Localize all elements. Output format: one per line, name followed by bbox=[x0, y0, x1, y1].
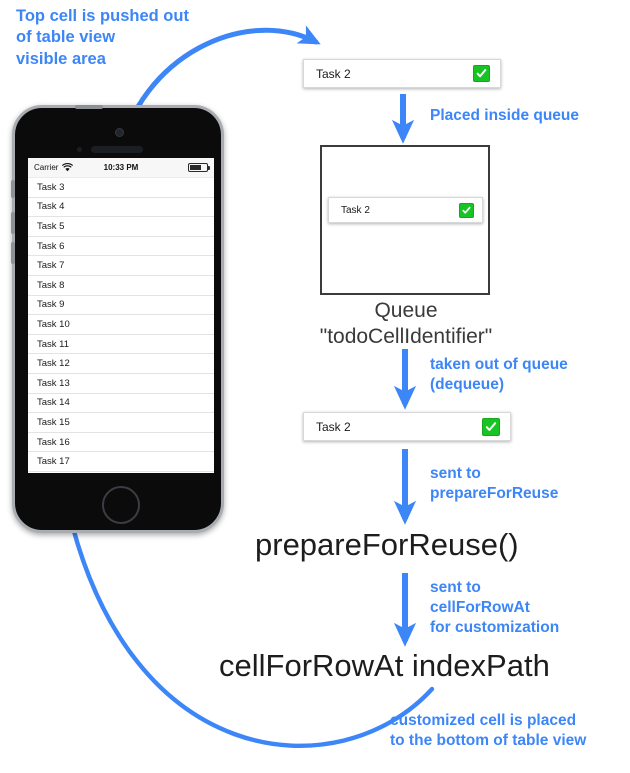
table-row[interactable]: Task 9 bbox=[28, 296, 214, 316]
table-row[interactable]: Task 16 bbox=[28, 433, 214, 453]
table-row-label: Task 16 bbox=[37, 436, 70, 448]
table-row-label: Task 5 bbox=[37, 220, 65, 232]
table-row-label: Task 3 bbox=[37, 181, 65, 193]
label-cellforrowat-indexpath: cellForRowAt indexPath bbox=[219, 648, 550, 683]
table-row-label: Task 15 bbox=[37, 416, 70, 428]
cell-title: Task 2 bbox=[341, 204, 370, 216]
floating-cell-pushed-out: Task 2 bbox=[303, 59, 501, 88]
battery-fill bbox=[190, 165, 201, 170]
queue-caption: Queue "todoCellIdentifier" bbox=[319, 299, 493, 348]
table-row-label: Task 11 bbox=[37, 338, 70, 350]
checkbox-checked-icon bbox=[459, 202, 474, 218]
checkbox-checked-icon bbox=[473, 65, 490, 82]
table-row-label: Task 4 bbox=[37, 201, 65, 213]
table-row[interactable]: Task 6 bbox=[28, 237, 214, 257]
table-row[interactable]: Task 4 bbox=[28, 198, 214, 218]
checkbox-checked-icon bbox=[482, 417, 500, 436]
note-customized-cell-placed: customized cell is placed to the bottom … bbox=[390, 712, 587, 750]
label-preparefor-reuse: prepareForReuse() bbox=[255, 527, 519, 562]
table-row-label: Task 14 bbox=[37, 397, 70, 409]
dequeued-cell: Task 2 bbox=[303, 412, 511, 441]
table-row[interactable]: Task 12 bbox=[28, 354, 214, 374]
table-view[interactable]: Task 3 Task 4 Task 5 Task 6 Task 7 Task 8 Task… bbox=[28, 178, 214, 472]
table-row[interactable]: Task 10 bbox=[28, 315, 214, 335]
note-sent-to-cellforrowat: sent to cellForRowAt for customization bbox=[430, 579, 560, 637]
status-time: 10:33 PM bbox=[103, 163, 139, 172]
table-row[interactable]: Task 13 bbox=[28, 374, 214, 394]
home-button[interactable] bbox=[102, 486, 140, 524]
table-row[interactable]: Task 17 bbox=[28, 452, 214, 472]
table-row[interactable]: Task 7 bbox=[28, 256, 214, 276]
table-row[interactable]: Task 15 bbox=[28, 413, 214, 433]
table-row-label: Task 6 bbox=[37, 240, 65, 252]
table-row[interactable]: Task 3 bbox=[28, 178, 214, 198]
earpiece-speaker bbox=[91, 146, 143, 153]
silent-switch[interactable] bbox=[11, 180, 15, 198]
table-row-label: Task 12 bbox=[37, 358, 70, 370]
cell-title: Task 2 bbox=[316, 66, 351, 81]
table-row-label: Task 9 bbox=[37, 299, 65, 311]
battery-icon bbox=[188, 163, 210, 172]
status-bar: Carrier 10:33 PM bbox=[28, 158, 214, 178]
table-row-label: Task 13 bbox=[37, 377, 70, 389]
table-row-label: Task 7 bbox=[37, 260, 65, 272]
table-row-label: Task 10 bbox=[37, 318, 70, 330]
note-placed-inside-queue: Placed inside queue bbox=[430, 107, 580, 124]
table-row[interactable]: Task 5 bbox=[28, 217, 214, 237]
table-row-label: Task 17 bbox=[37, 456, 70, 468]
note-taken-out-of-queue: taken out of queue (dequeue) bbox=[430, 356, 568, 394]
power-button[interactable] bbox=[75, 105, 103, 109]
wifi-icon bbox=[62, 163, 74, 172]
volume-up-button[interactable] bbox=[11, 212, 15, 234]
note-sent-to-preparereuse: sent to prepareForReuse bbox=[430, 465, 559, 503]
cell-title: Task 2 bbox=[316, 419, 351, 434]
front-camera-icon bbox=[115, 128, 124, 137]
table-row[interactable]: Task 14 bbox=[28, 394, 214, 414]
table-row[interactable]: Task 8 bbox=[28, 276, 214, 296]
proximity-sensor bbox=[77, 147, 82, 152]
queued-cell: Task 2 bbox=[328, 197, 483, 223]
carrier-label: Carrier bbox=[34, 163, 59, 172]
note-top-cell-pushed-out: Top cell is pushed out of table view vis… bbox=[16, 7, 189, 68]
volume-down-button[interactable] bbox=[11, 242, 15, 264]
table-row[interactable]: Task 11 bbox=[28, 335, 214, 355]
table-row-label: Task 8 bbox=[37, 279, 65, 291]
